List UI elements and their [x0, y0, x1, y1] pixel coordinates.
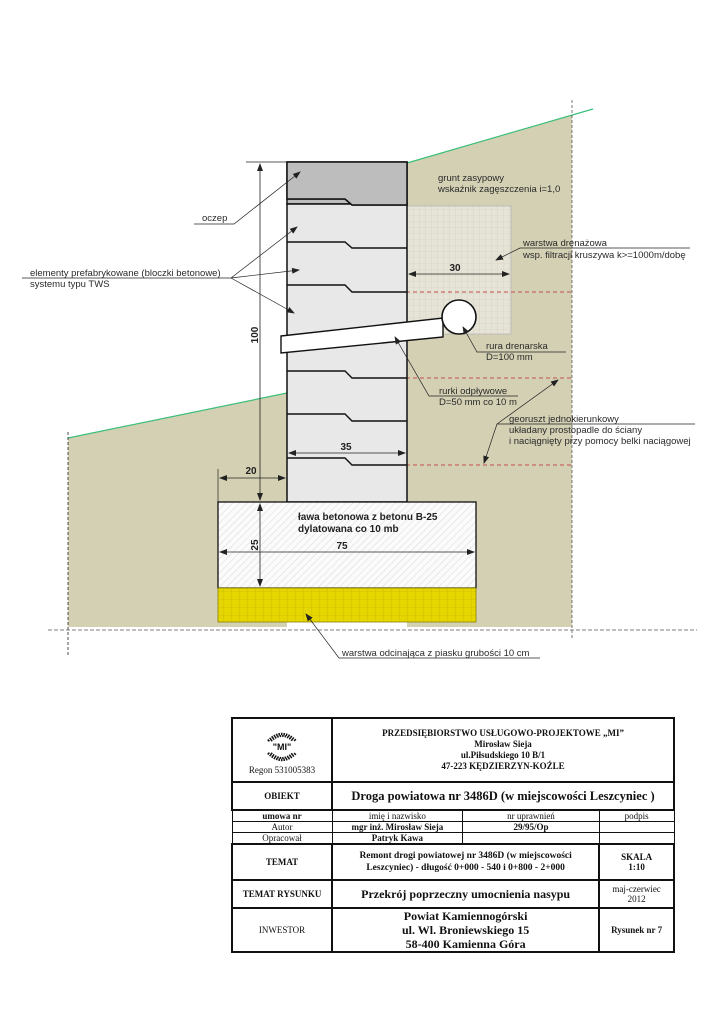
drain-pipe: [441, 299, 477, 335]
label-elements-1: elementy prefabrykowane (bloczki betonow…: [30, 268, 221, 279]
drawing-number: Rysunek nr 7: [598, 907, 675, 953]
dim-wall-height: 100: [250, 326, 261, 343]
company-city: 47-223 KĘDZIERZYN-KOŹLE: [441, 761, 565, 771]
front-soil-lower: [68, 500, 220, 627]
temat-line-1: Remont drogi powiatowej nr 3486D (w miej…: [359, 851, 572, 861]
cross-section-drawing: 100 25 75 20 35 30 oczep elementy prefab…: [22, 100, 697, 659]
inwestor-label: INWESTOR: [230, 907, 334, 953]
umowa-label: umowa nr: [231, 809, 333, 822]
dim-wall-width: 35: [340, 442, 352, 453]
temat-label: TEMAT: [230, 843, 334, 881]
autor-signature: [598, 821, 675, 833]
label-backfill-1: grunt zasypowy: [438, 173, 504, 184]
label-sand: warstwa odcinająca z piasku grubości 10 …: [341, 648, 530, 659]
opracowal-license: [462, 832, 600, 845]
logo-cell: "MI" Regon 531005383: [230, 717, 334, 783]
company-logo-icon: "MI": [267, 732, 297, 762]
col-name-header: imię i nazwisko: [331, 809, 464, 822]
dim-footing-height: 25: [250, 539, 261, 551]
opracowal-name: Patryk Kawa: [331, 832, 464, 845]
dim-toe: 20: [245, 466, 257, 477]
label-oczep: oczep: [202, 213, 227, 224]
leader-sand: [305, 613, 540, 659]
inwestor-city: 58-400 Kamienna Góra: [405, 937, 526, 951]
label-drain-pipe-1: rura drenarska: [486, 341, 548, 352]
dim-footing-width: 75: [336, 541, 348, 552]
autor-name: mgr inż. Mirosław Sieja: [331, 821, 464, 833]
date-year: 2012: [627, 894, 646, 904]
leader-drain-pipe: [462, 326, 566, 353]
date-cell: maj-czerwiec 2012: [598, 879, 675, 909]
opracowal-signature: [598, 832, 675, 845]
col-signature-header: podpis: [598, 809, 675, 822]
temat-line-2: Leszcyniec) - długość 0+000 - 540 i 0+80…: [366, 863, 565, 873]
label-geogrid-2: układany prostopadle do ściany: [509, 425, 642, 436]
autor-label: Autor: [231, 821, 333, 833]
leader-outlet: [394, 336, 518, 397]
obiekt-label: OBIEKT: [230, 781, 334, 811]
ground-line-right: [406, 108, 594, 164]
label-outlet-2: D=50 mm co 10 m: [439, 397, 517, 408]
label-drain-layer-2: wsp. filtracji kruszywa k>=1000m/dobę: [522, 250, 686, 261]
company-name: PRZEDSIĘBIORSTWO USŁUGOWO-PROJEKTOWE „MI…: [382, 728, 624, 738]
label-backfill-2: wskaźnik zagęszczenia i=1,0: [437, 184, 560, 195]
leader-oczep: [194, 171, 301, 225]
scale-value: 1:10: [628, 862, 645, 872]
company-street: ul.Piłsudskiego 10 B/1: [460, 750, 546, 760]
company-owner: Mirosław Sieja: [474, 739, 532, 749]
inwestor-street: ul. Wl. Broniewskiego 15: [401, 923, 530, 937]
label-footing-2: dylatowana co 10 mb: [298, 524, 399, 535]
inwestor-name: Powiat Kamiennogórski: [403, 909, 528, 923]
opracowal-label: Opracował: [231, 832, 333, 845]
temat-rysunku-label: TEMAT RYSUNKU: [230, 879, 334, 909]
date-months: maj-czerwiec: [612, 884, 661, 894]
inwestor-value: Powiat Kamiennogórski ul. Wl. Broniewski…: [331, 907, 601, 953]
autor-license: 29/95/Op: [462, 821, 600, 833]
label-geogrid-1: georuszt jednokierunkowy: [509, 414, 619, 425]
regon: Regon 531005383: [248, 765, 316, 775]
label-drain-pipe-2: D=100 mm: [486, 352, 533, 363]
label-drain-layer-1: warstwa drenażowa: [522, 238, 608, 249]
obiekt-value: Droga powiatowa nr 3486D (w miejscowości…: [331, 781, 675, 811]
scale-label: SKALA: [621, 852, 653, 862]
col-license-header: nr uprawnień: [462, 809, 600, 822]
label-outlet-1: rurki odpływowe: [439, 386, 507, 397]
title-block: "MI" Regon 531005383 PRZEDSIĘBIORSTWO US…: [230, 717, 675, 953]
temat-rysunku-value: Przekrój poprzeczny umocnienia nasypu: [331, 879, 601, 909]
temat-value: Remont drogi powiatowej nr 3486D (w miej…: [331, 843, 601, 881]
company-info: PRZEDSIĘBIORSTWO USŁUGOWO-PROJEKTOWE „MI…: [331, 717, 675, 783]
label-elements-2: systemu typu TWS: [30, 279, 110, 290]
label-footing-1: ława betonowa z betonu B-25: [298, 512, 438, 523]
scale-cell: SKALA 1:10: [598, 843, 675, 881]
logo-text: "MI": [273, 742, 292, 752]
outlet-pipe: [280, 317, 444, 354]
dim-drain-width: 30: [449, 263, 461, 274]
label-geogrid-3: i naciągnięty przy pomocy belki naciągow…: [509, 436, 691, 447]
sand-layer: [217, 587, 477, 623]
ground-line-left: [67, 392, 288, 439]
leader-drain-layer: [495, 247, 690, 261]
